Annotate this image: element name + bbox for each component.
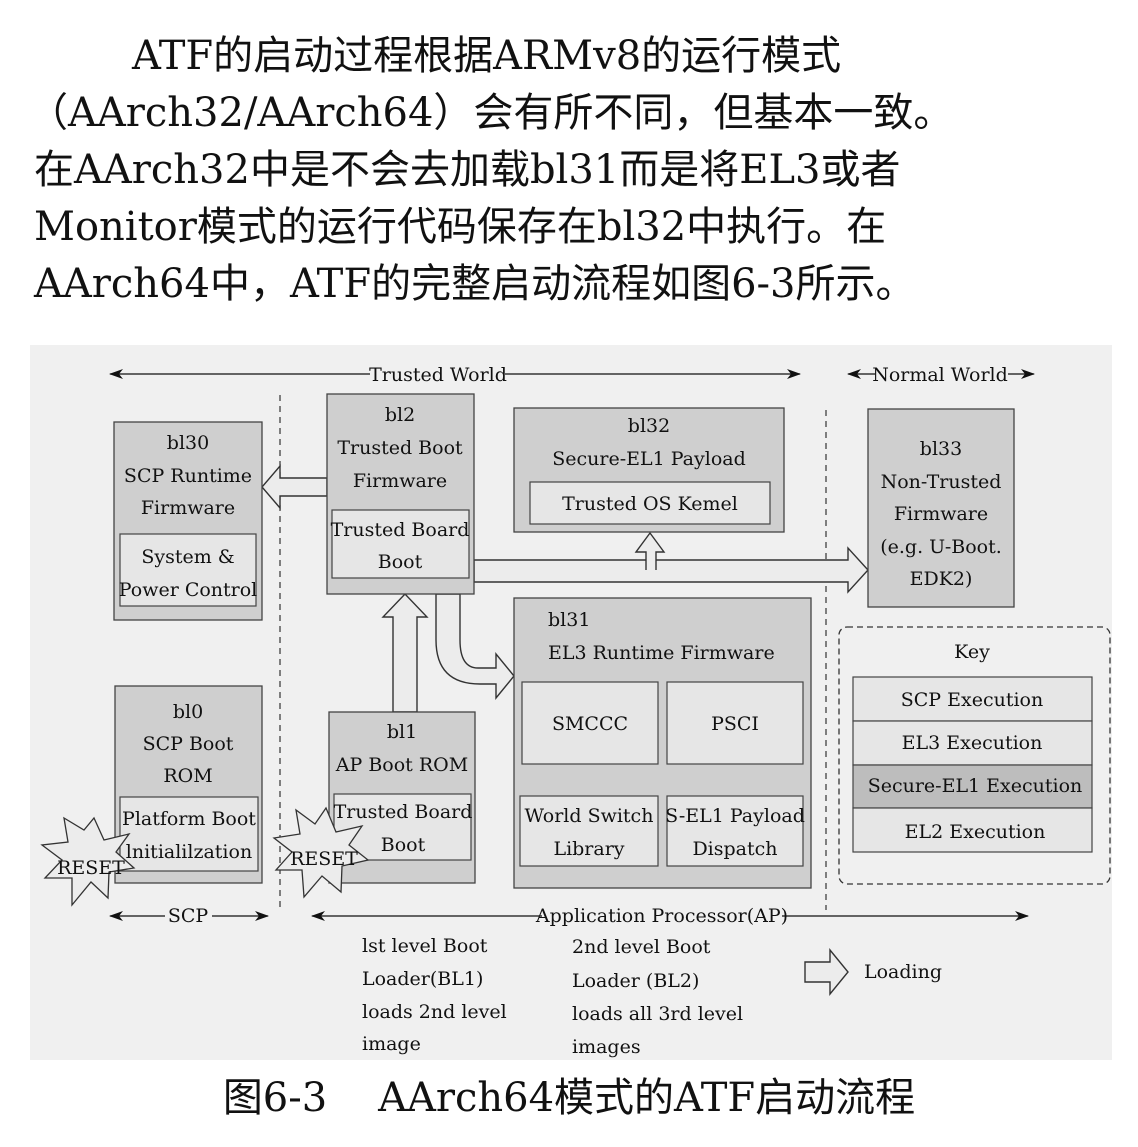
bl31-name: bl31: [548, 609, 590, 631]
atf-boot-flow-diagram: Trusted World Normal World bl30 SCP Runt…: [30, 345, 1112, 1060]
ap-domain-label: Application Processor(AP): [535, 905, 788, 927]
bl33-box: bl33 Non-Trusted Firmware (e.g. U-Boot. …: [867, 408, 1015, 608]
paragraph-line-5: AArch64中，ATF的完整启动流程如图6-3所示。: [34, 261, 916, 307]
key-swatch-el2: [852, 807, 1093, 853]
bl0-inner-line2: lnitialilzation: [126, 841, 252, 863]
key-swatch-el3: [852, 720, 1093, 766]
bl2-note: 2nd level Boot Loader (BL2) loads all 3r…: [572, 936, 743, 1058]
bl2-note-line3: loads all 3rd level: [572, 1003, 743, 1025]
loading-arrow-icon: [804, 948, 849, 996]
psci-label: PSCI: [711, 713, 759, 735]
bl2-line2: Firmware: [353, 470, 447, 492]
bl30-line2: Firmware: [141, 497, 235, 519]
paragraph-line-4: Monitor模式的运行代码保存在bl32中执行。在: [34, 204, 887, 250]
bl2-name: bl2: [385, 404, 415, 426]
bl1-inner-line1: Trusted Board: [334, 801, 473, 823]
key-swatch-sel1: [852, 764, 1093, 809]
bl2-loads-bl31-arrow: [435, 593, 515, 700]
key-item-el3: EL3 Execution: [902, 732, 1043, 754]
bl2-loads-bl33-arrow: [473, 546, 869, 594]
figure-caption: 图6-3 AArch64模式的ATF启动流程: [0, 1068, 1138, 1128]
bl1-note-line2: Loader(BL1): [362, 968, 483, 990]
bl33-line1: Non-Trusted: [881, 471, 1002, 493]
sel1-dispatch-line2: Dispatch: [692, 838, 777, 860]
bl30-inner-line2: Power Control: [119, 579, 258, 601]
normal-world-label: Normal World: [872, 364, 1008, 386]
bl1-name: bl1: [387, 721, 417, 743]
bl2-note-line4: images: [572, 1036, 641, 1058]
bl1-loads-bl2-arrow: [381, 592, 429, 713]
bl0-box: bl0 SCP Boot ROM Platform Boot lnitialil…: [114, 685, 263, 884]
bl0-line1: SCP Boot: [143, 733, 234, 755]
bl30-inner-line1: System &: [141, 546, 234, 568]
paragraph-line-1: ATF的启动过程根据ARMv8的运行模式: [132, 33, 842, 79]
key-item-scp: SCP Execution: [901, 689, 1043, 711]
key-item-el2: EL2 Execution: [905, 821, 1046, 843]
bl33-line2: Firmware: [894, 503, 988, 525]
trusted-world-header: Trusted World: [109, 364, 801, 386]
bl2-loads-bl30-arrow: [261, 464, 328, 510]
ap-domain-arrow: Application Processor(AP): [311, 905, 1029, 927]
loading-legend: Loading: [804, 948, 942, 996]
bl31-box: bl31 EL3 Runtime Firmware SMCCC PSCI Wor…: [513, 597, 812, 889]
bl32-box: bl32 Secure-EL1 Payload Trusted OS Kemel: [513, 407, 785, 533]
bl30-box: bl30 SCP Runtime Firmware System & Power…: [113, 421, 263, 621]
bl2-note-line2: Loader (BL2): [572, 970, 699, 992]
reset-label-scp: RESET: [57, 857, 125, 879]
bl0-line2: ROM: [163, 765, 212, 787]
reset-star-scp: RESET: [40, 816, 136, 907]
key-item-sel1: Secure-EL1 Execution: [868, 775, 1083, 797]
caption-title: AArch64模式的ATF启动流程: [378, 1075, 916, 1121]
bl2-inner-line2: Boot: [378, 551, 423, 573]
bl32-inner: Trusted OS Kemel: [562, 493, 738, 515]
bl1-box: bl1 AP Boot ROM Trusted Board Boot: [328, 711, 476, 884]
intro-paragraph: ATF的启动过程根据ARMv8的运行模式 （AArch32/AArch64）会有…: [28, 28, 1114, 313]
bl1-note-line3: loads 2nd level: [362, 1001, 507, 1023]
bl33-line3: (e.g. U-Boot.: [880, 536, 1002, 558]
bl2-box: bl2 Trusted Boot Firmware Trusted Board …: [326, 393, 475, 595]
bl1-inner-line2: Boot: [381, 834, 426, 856]
bl2-loads-bl32-arrow: [634, 531, 666, 570]
bl33-line4: EDK2): [910, 568, 973, 590]
bl2-inner-line1: Trusted Board: [331, 519, 470, 541]
paragraph-line-2: （AArch32/AArch64）会有所不同，但基本一致。: [28, 90, 954, 136]
bl30-name: bl30: [167, 432, 209, 454]
bl33-name: bl33: [920, 438, 962, 460]
trusted-world-label: Trusted World: [369, 364, 507, 386]
caption-label: 图6-3: [222, 1075, 328, 1121]
bl30-line1: SCP Runtime: [124, 465, 252, 487]
key-legend: Key SCP Execution EL3 Execution Secure-E…: [838, 626, 1111, 885]
loading-label: Loading: [864, 961, 942, 983]
paragraph-line-3: 在AArch32中是不会去加载bl31而是将EL3或者: [34, 147, 901, 193]
bl0-name: bl0: [173, 701, 203, 723]
bl32-line1: Secure-EL1 Payload: [552, 448, 746, 470]
bl2-line1: Trusted Boot: [337, 437, 463, 459]
bl1-note: lst level Boot Loader(BL1) loads 2nd lev…: [362, 935, 507, 1055]
sel1-dispatch-line1: S-EL1 Payload: [665, 805, 805, 827]
scp-domain-label: SCP: [168, 905, 209, 927]
bl2-note-line1: 2nd level Boot: [572, 936, 711, 958]
bl0-inner-line1: Platform Boot: [122, 808, 256, 830]
scp-domain-arrow: SCP: [109, 905, 269, 927]
normal-world-header: Normal World: [847, 364, 1035, 386]
bl1-note-line4: image: [362, 1033, 421, 1055]
smccc-label: SMCCC: [552, 713, 628, 735]
reset-label-ap: RESET: [290, 848, 358, 870]
bl32-name: bl32: [628, 415, 670, 437]
bl31-line1: EL3 Runtime Firmware: [548, 642, 775, 664]
bl1-line1: AP Boot ROM: [335, 754, 468, 776]
world-switch-line1: World Switch: [525, 805, 654, 827]
key-swatch-scp: [852, 676, 1093, 722]
bl1-note-line1: lst level Boot: [362, 935, 488, 957]
world-switch-line2: Library: [553, 838, 624, 860]
key-title: Key: [954, 641, 990, 663]
reset-star-ap: RESET: [272, 806, 370, 899]
